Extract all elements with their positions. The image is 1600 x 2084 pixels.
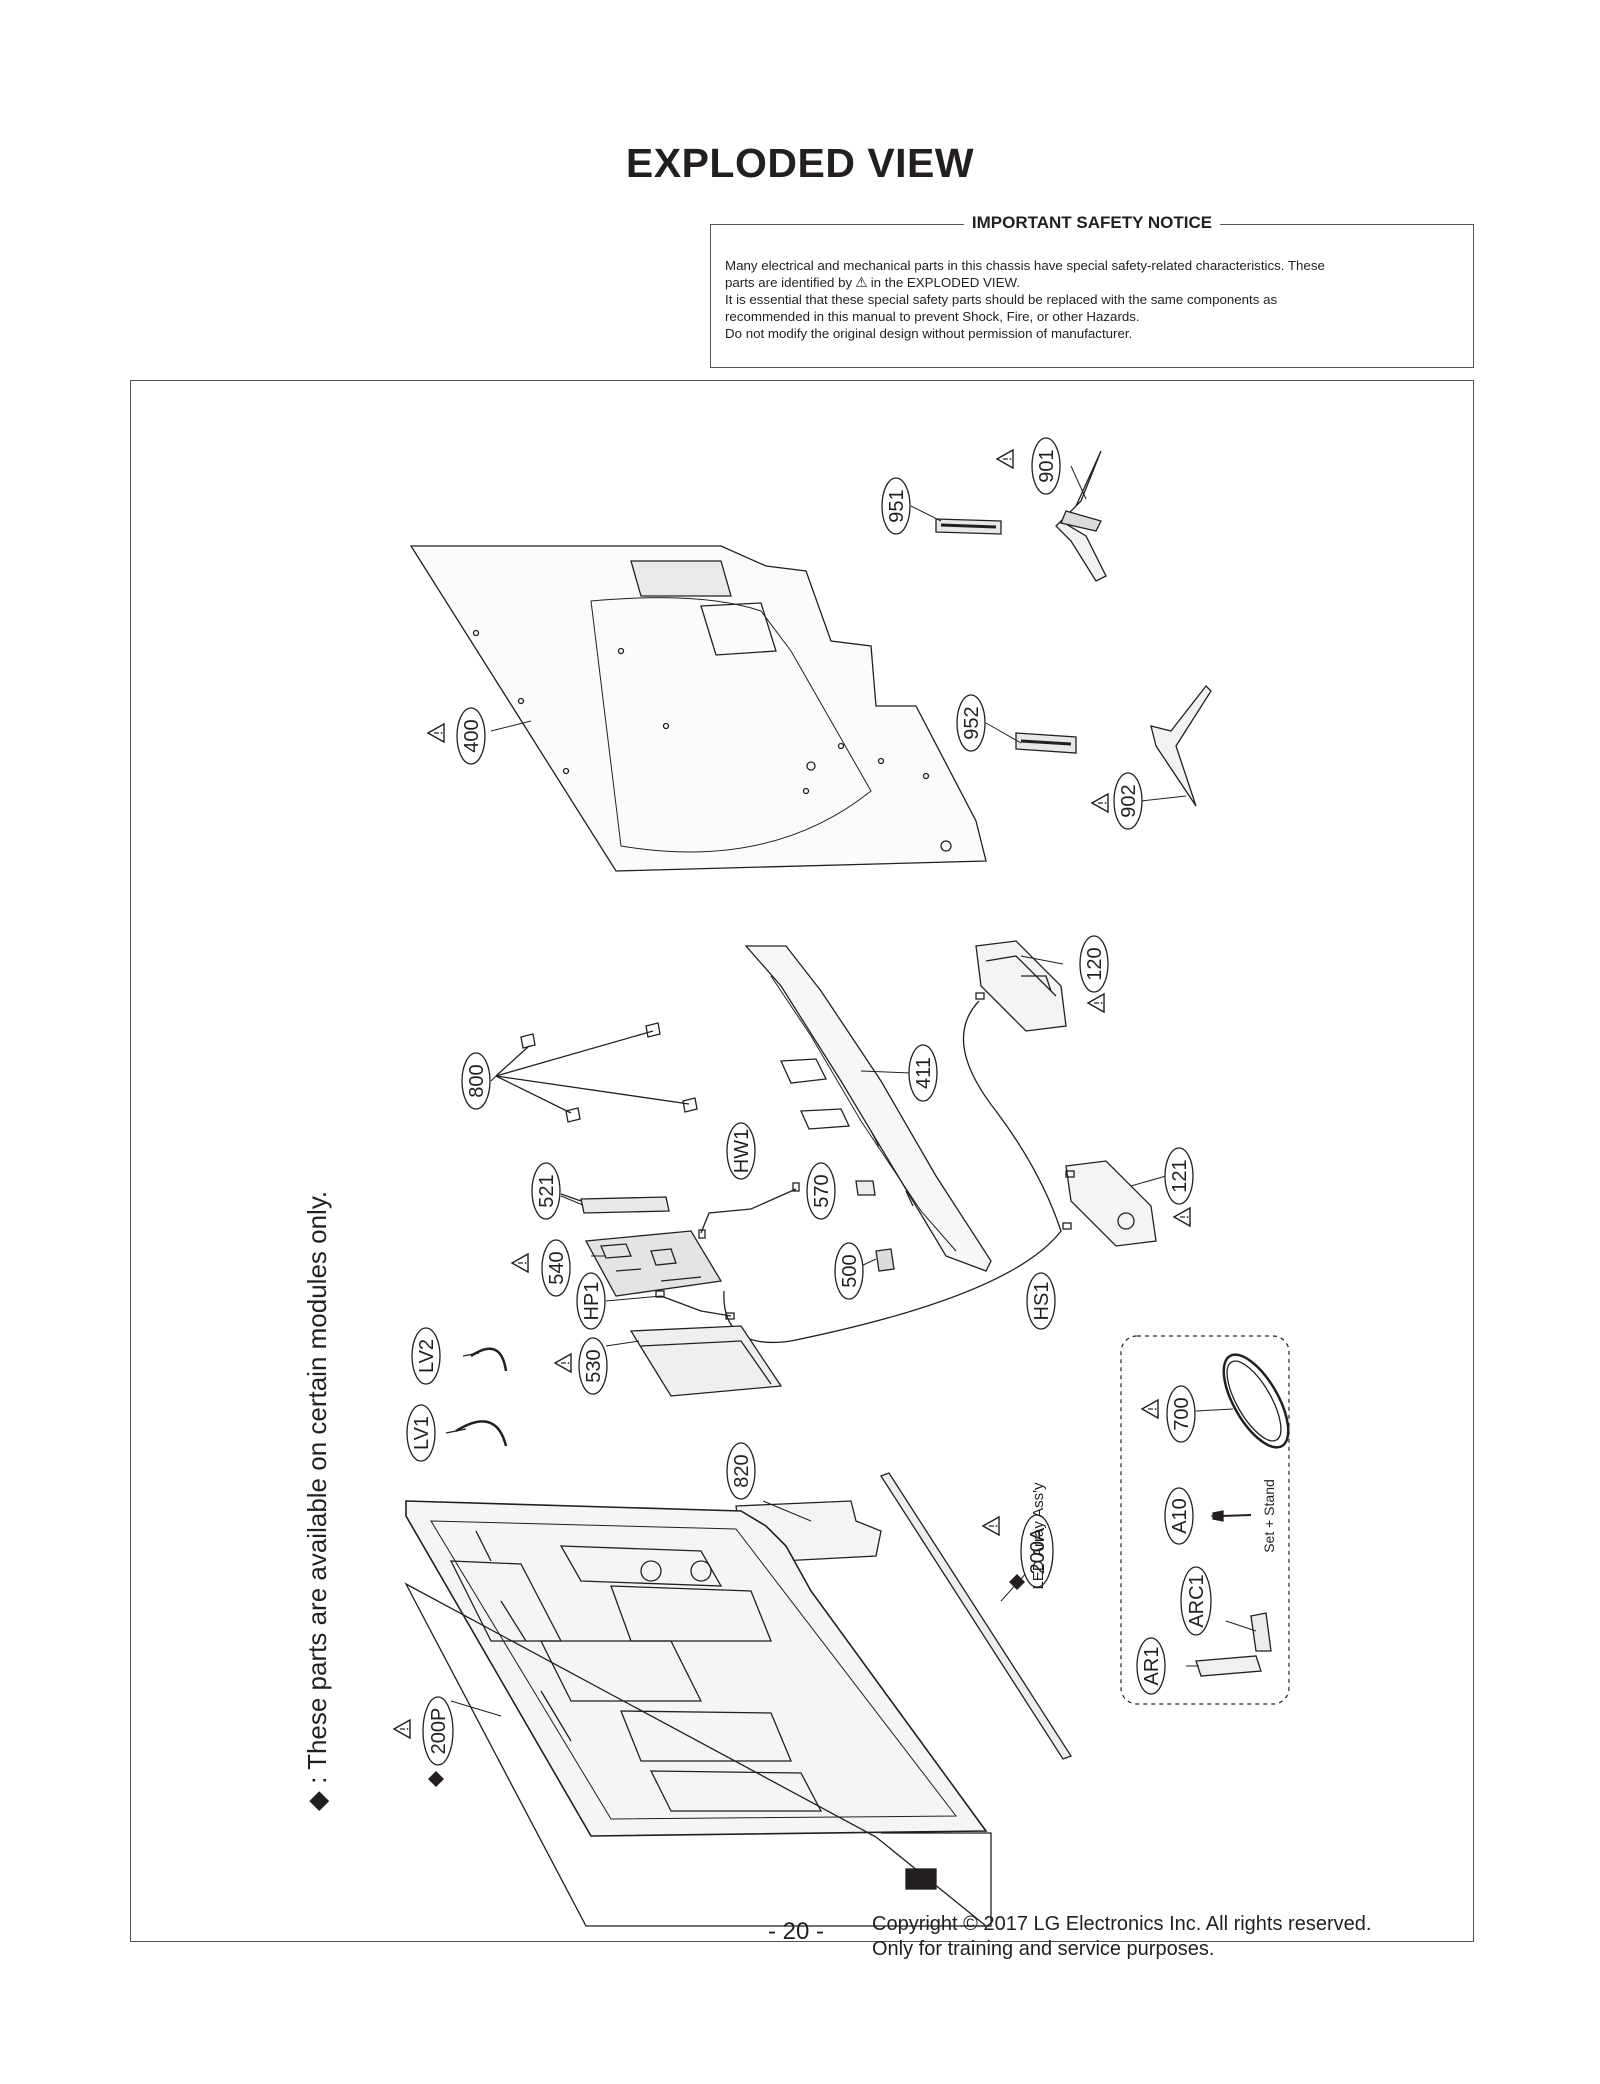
warning-icon <box>554 1353 572 1373</box>
diamond-markers <box>428 1574 1025 1787</box>
part-label-800: 800 <box>466 1064 488 1097</box>
led-bar-200a <box>880 1472 1072 1760</box>
speaker-cable-hs1 <box>723 1000 1072 1343</box>
part-callouts <box>406 437 1212 1766</box>
page-title: EXPLODED VIEW <box>625 140 975 186</box>
part-label-700: 700 <box>1171 1397 1193 1430</box>
footer-copyright: Copyright © 2017 LG Electronics Inc. All… <box>872 1912 1371 1962</box>
part-label-hw1: HW1 <box>731 1129 753 1173</box>
cable-lv1 <box>445 1420 508 1447</box>
panel-200p <box>404 1582 992 1927</box>
back-cover-400 <box>409 545 987 872</box>
diamond-icon <box>428 1771 444 1787</box>
training-line: Only for training and service purposes. <box>872 1938 1215 1960</box>
safety-notice-text: Many electrical and mechanical parts in … <box>725 257 1459 342</box>
notice-line: It is essential that these special safet… <box>725 292 1278 307</box>
part-label-200p: 200P <box>428 1708 450 1755</box>
part-label-120: 120 <box>1084 947 1106 980</box>
bracket-952 <box>1015 732 1077 754</box>
side-note: ◆ : These parts are available on certain… <box>302 1191 332 1811</box>
led-array-label: LED Array Ass'y <box>1030 1482 1047 1590</box>
page-number: - 20 - <box>768 1918 825 1945</box>
frame-bar-411 <box>744 945 992 1272</box>
part-label-901: 901 <box>1036 449 1058 482</box>
module-chassis <box>405 1500 988 1837</box>
power-board-530 <box>629 1325 783 1397</box>
warning-icon: ⚠ <box>855 274 868 290</box>
bracket-951 <box>935 518 1002 535</box>
part-label-530: 530 <box>583 1349 605 1382</box>
part-labels: 901 951 400 952 902 120 411 800 HW1 521 … <box>411 449 1208 1754</box>
part-label-lv2: LV2 <box>416 1339 438 1373</box>
warning-icon <box>511 1253 529 1273</box>
main-board-540 <box>584 1230 723 1297</box>
copyright-line: Copyright © 2017 LG Electronics Inc. All… <box>872 1913 1372 1935</box>
warning-icon <box>1141 1399 1159 1419</box>
cable-lv2 <box>462 1347 508 1372</box>
part-label-lv1: LV1 <box>411 1416 433 1450</box>
part-label-570: 570 <box>811 1174 833 1207</box>
exploded-view-frame: 901 951 400 952 902 120 411 800 HW1 521 … <box>130 380 1474 1942</box>
part-label-hs1: HS1 <box>1031 1282 1053 1321</box>
warning-icon <box>1091 793 1109 813</box>
warning-icon <box>996 449 1014 469</box>
speaker-120 <box>975 940 1067 1032</box>
part-label-411: 411 <box>913 1057 935 1089</box>
wire-hw1 <box>698 1182 800 1239</box>
warning-icon <box>427 723 445 743</box>
safety-notice-heading: IMPORTANT SAFETY NOTICE <box>963 213 1221 232</box>
stand-902 <box>1150 685 1212 807</box>
part-label-820: 820 <box>731 1454 753 1487</box>
stand-901 <box>1055 450 1107 582</box>
part-label-hp1: HP1 <box>581 1282 603 1321</box>
notice-line: recommended in this manual to prevent Sh… <box>725 309 1140 324</box>
part-570 <box>855 1180 876 1196</box>
diamond-icon <box>1009 1574 1025 1590</box>
part-label-arc1: ARC1 <box>1186 1574 1208 1627</box>
part-500 <box>875 1248 895 1272</box>
notice-line: parts are identified by⚠in the EXPLODED … <box>725 274 1020 290</box>
brackets-800 <box>495 1022 698 1123</box>
part-label-a10: A10 <box>1169 1498 1191 1534</box>
bracket-521 <box>560 1193 670 1214</box>
warning-icon <box>1173 1207 1191 1227</box>
speaker-121 <box>1065 1160 1157 1247</box>
part-label-540: 540 <box>546 1251 568 1284</box>
part-label-951: 951 <box>886 489 908 522</box>
part-label-200a: 200A <box>1027 1527 1049 1574</box>
cable-hp1 <box>655 1290 735 1320</box>
notice-line: Do not modify the original design withou… <box>725 326 1133 341</box>
part-label-902: 902 <box>1118 784 1140 817</box>
exploded-view-diagram: 901 951 400 952 902 120 411 800 HW1 521 … <box>302 437 1290 1927</box>
part-label-ar1: AR1 <box>1141 1647 1163 1686</box>
warning-icon <box>1087 993 1105 1013</box>
part-label-952: 952 <box>961 706 983 739</box>
part-label-400: 400 <box>461 719 483 752</box>
accessory-group <box>1120 1335 1290 1705</box>
part-label-121: 121 <box>1169 1159 1191 1192</box>
warning-icon <box>982 1516 1000 1536</box>
set-stand-label: Set + Stand <box>1261 1479 1277 1553</box>
part-label-521: 521 <box>536 1174 558 1207</box>
part-label-500: 500 <box>839 1254 861 1287</box>
warning-icon <box>393 1719 411 1739</box>
notice-line: Many electrical and mechanical parts in … <box>725 258 1325 273</box>
safety-notice-box: IMPORTANT SAFETY NOTICE Many electrical … <box>710 213 1474 368</box>
